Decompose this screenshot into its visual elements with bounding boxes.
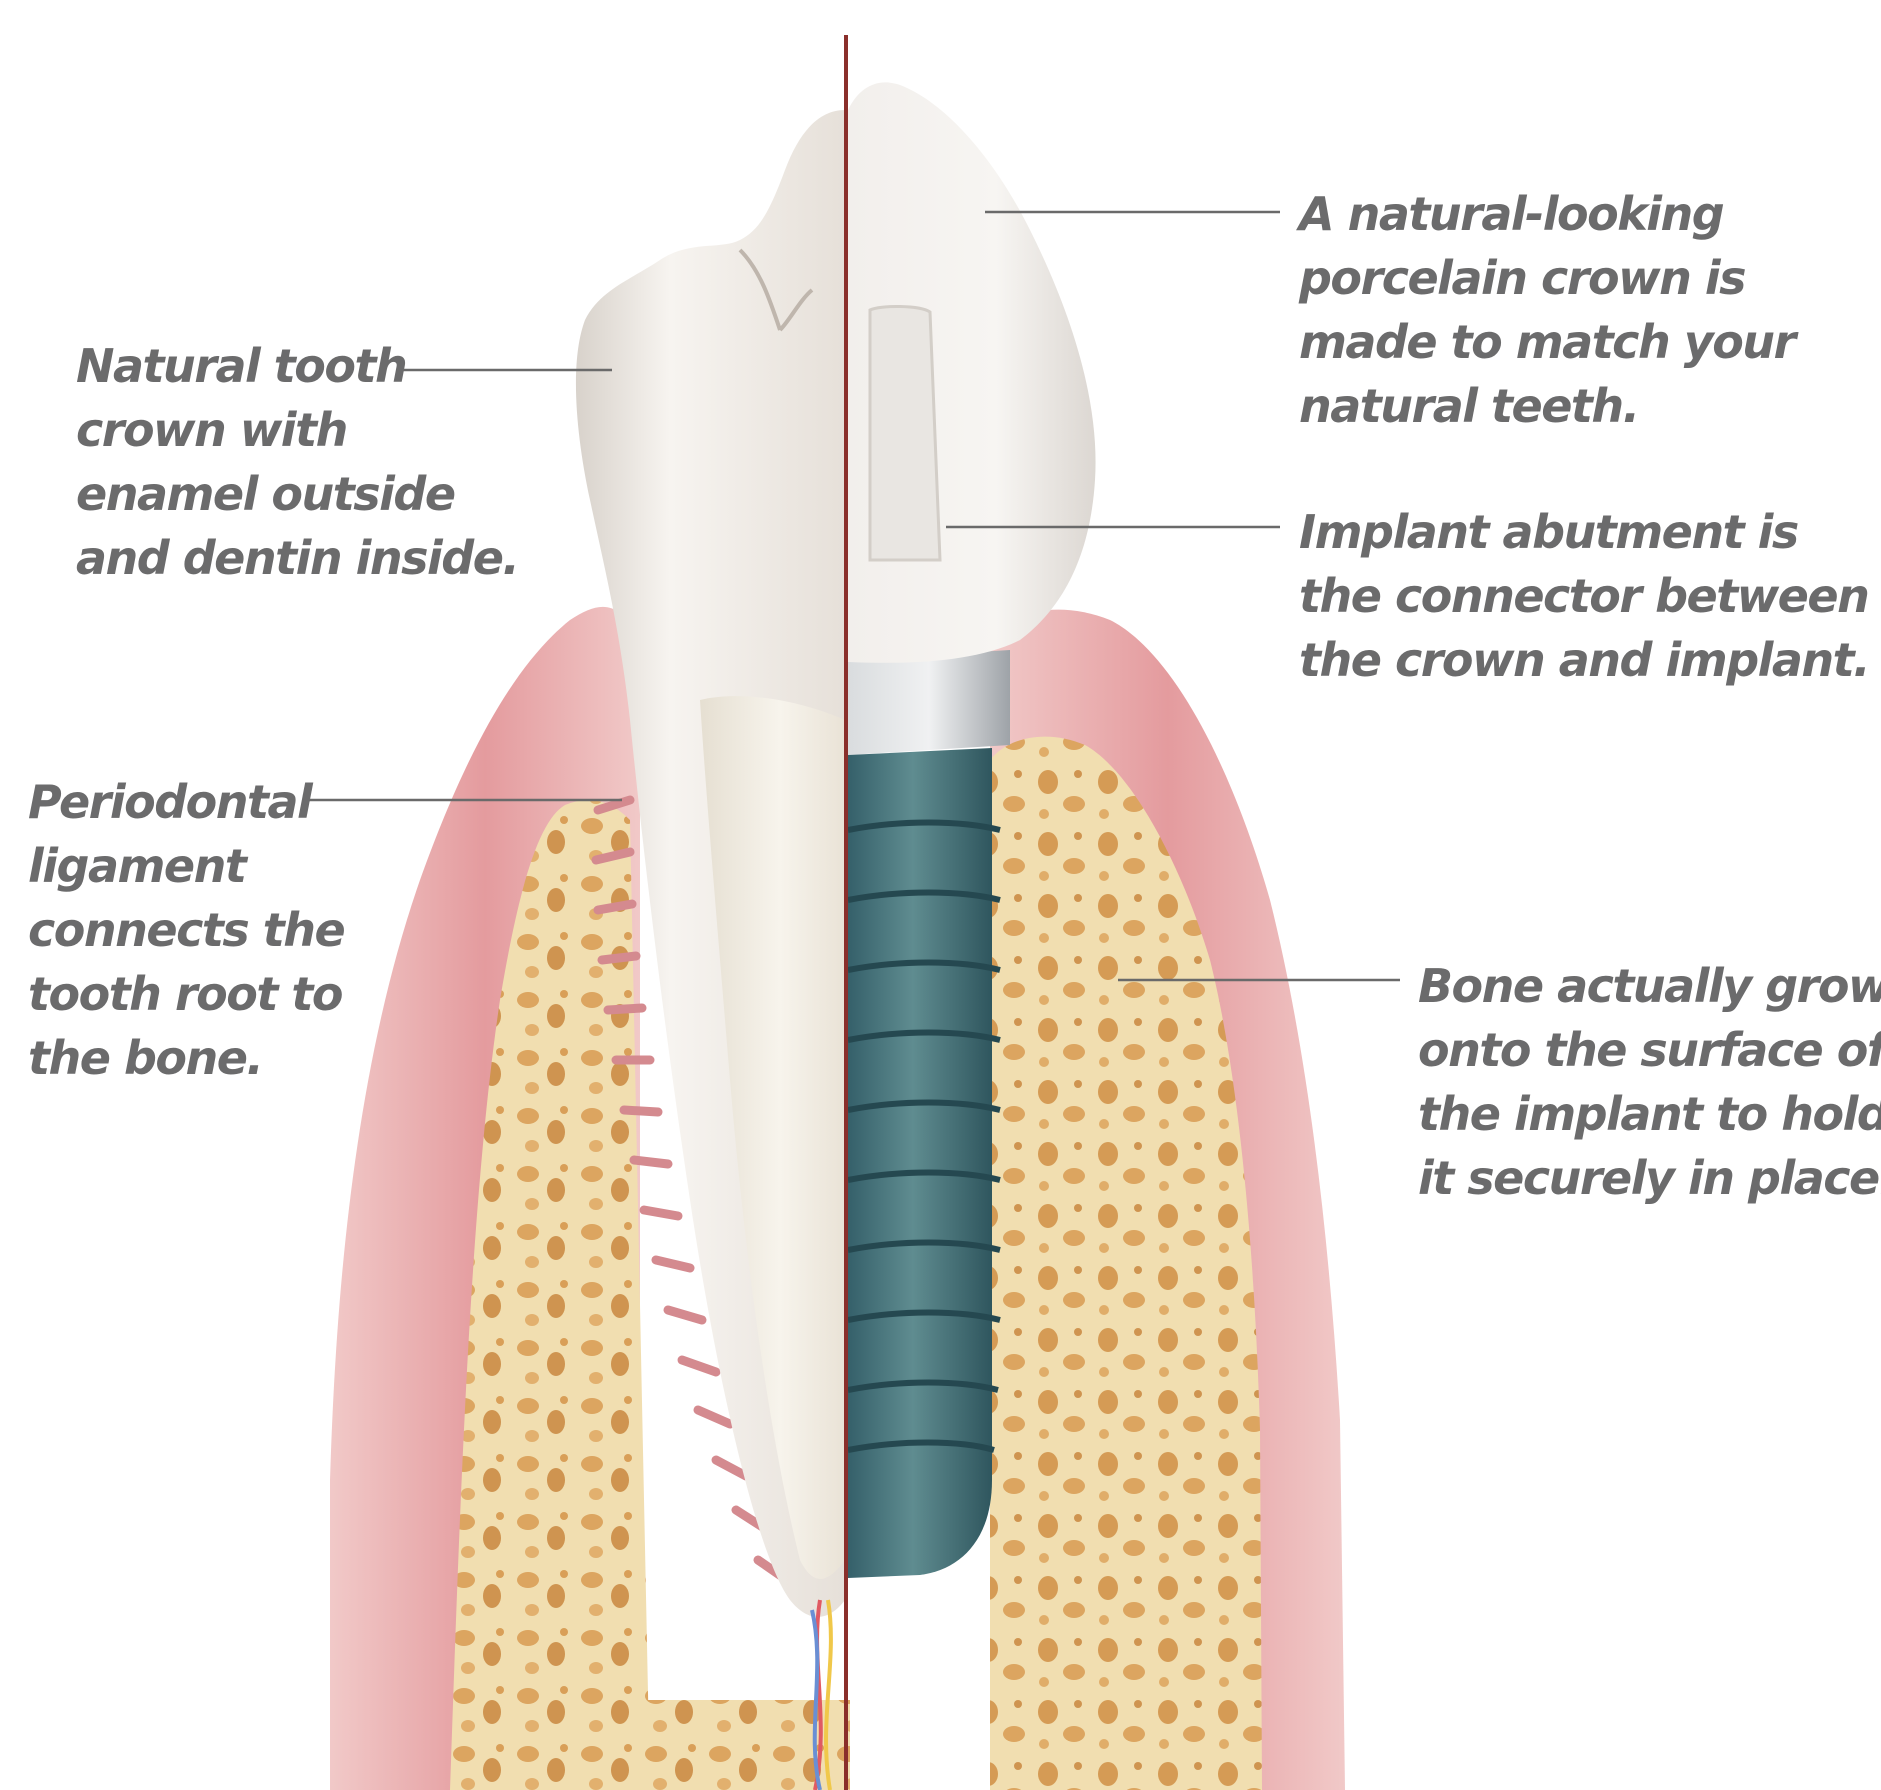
label-periodontal-line: ligament (28, 834, 344, 898)
label-bone-growth-line: the implant to hold (1418, 1082, 1881, 1146)
label-porcelain-crown-line: A natural-looking (1299, 182, 1795, 246)
label-periodontal: Periodontal ligament connects the tooth … (28, 770, 344, 1090)
label-abutment-line: the connector between (1299, 564, 1869, 628)
label-abutment-line: the crown and implant. (1299, 628, 1869, 692)
label-natural-crown-line: Natural tooth (76, 334, 518, 398)
label-periodontal-line: Periodontal (28, 770, 344, 834)
label-porcelain-crown-line: made to match your (1299, 310, 1795, 374)
label-periodontal-line: the bone. (28, 1026, 344, 1090)
label-natural-crown-line: enamel outside (76, 462, 518, 526)
label-porcelain-crown: A natural-looking porcelain crown is mad… (1299, 182, 1795, 438)
implant-abutment (848, 650, 1010, 755)
implant-screw (848, 748, 1000, 1578)
label-abutment: Implant abutment is the connector betwee… (1299, 500, 1869, 692)
label-abutment-line: Implant abutment is (1299, 500, 1869, 564)
label-porcelain-crown-line: porcelain crown is (1299, 246, 1795, 310)
label-natural-crown-line: crown with (76, 398, 518, 462)
label-natural-crown: Natural tooth crown with enamel outside … (76, 334, 518, 590)
label-bone-growth-line: onto the surface of (1418, 1018, 1881, 1082)
label-porcelain-crown-line: natural teeth. (1299, 374, 1795, 438)
label-periodontal-line: tooth root to (28, 962, 344, 1026)
label-periodontal-line: connects the (28, 898, 344, 962)
abutment-ghost-in-crown (870, 306, 940, 560)
label-bone-growth: Bone actually grows onto the surface of … (1418, 954, 1881, 1210)
label-natural-crown-line: and dentin inside. (76, 526, 518, 590)
label-bone-growth-line: it securely in place. (1418, 1146, 1881, 1210)
label-bone-growth-line: Bone actually grows (1418, 954, 1881, 1018)
